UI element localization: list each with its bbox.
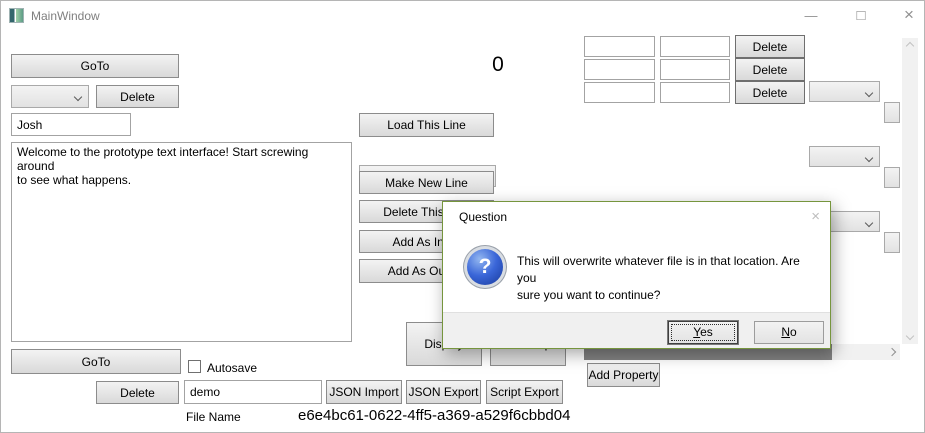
chevron-right-icon — [887, 347, 897, 357]
property-key-input[interactable] — [584, 36, 655, 57]
chevron-down-icon — [864, 88, 874, 98]
chevron-down-icon — [864, 218, 874, 228]
close-icon: × — [904, 5, 914, 24]
json-import-button[interactable]: JSON Import — [326, 380, 402, 404]
add-property-button[interactable]: Add Property — [587, 363, 660, 387]
title-bar: MainWindow — □ × — [1, 1, 924, 31]
property-key-input[interactable] — [584, 59, 655, 80]
property-extra-control[interactable] — [884, 102, 900, 123]
property-value-input[interactable] — [660, 36, 730, 57]
property-combobox[interactable] — [809, 146, 880, 167]
property-combobox[interactable] — [809, 81, 880, 102]
file-name-input[interactable] — [184, 380, 322, 404]
close-icon: × — [811, 208, 820, 225]
vertical-scrollbar[interactable] — [902, 38, 918, 344]
dialog-title: Question — [459, 210, 508, 224]
yes-button[interactable]: Yes — [668, 321, 738, 344]
chevron-up-icon — [905, 41, 915, 51]
dialog-footer: Yes No — [443, 312, 830, 348]
make-new-line-button[interactable]: Make New Line — [359, 171, 494, 194]
scroll-up-button[interactable] — [902, 38, 918, 54]
property-delete-button[interactable]: Delete — [735, 81, 805, 104]
goto-bottom-button[interactable]: GoTo — [11, 349, 181, 374]
counter-label: 0 — [492, 53, 504, 76]
no-button[interactable]: No — [754, 321, 824, 344]
app-icon — [9, 8, 24, 23]
chevron-down-icon — [73, 92, 83, 102]
question-mark-icon: ? — [467, 249, 503, 285]
property-delete-button[interactable]: Delete — [735, 58, 805, 81]
dialog-close-button[interactable]: × — [811, 208, 820, 225]
window-title: MainWindow — [31, 9, 100, 23]
property-value-input[interactable] — [660, 82, 730, 103]
question-dialog: Question × ? This will overwrite whateve… — [442, 201, 831, 349]
property-extra-control[interactable] — [884, 167, 900, 188]
main-text-area[interactable]: Welcome to the prototype text interface!… — [11, 142, 352, 342]
character-combobox[interactable] — [11, 85, 89, 108]
property-key-input[interactable] — [584, 82, 655, 103]
name-input[interactable] — [11, 113, 131, 136]
maximize-icon: □ — [856, 6, 866, 24]
property-row: Delete — [1, 35, 924, 123]
scroll-down-button[interactable] — [902, 328, 918, 344]
load-this-line-button[interactable]: Load This Line — [359, 113, 494, 137]
goto-top-button[interactable]: GoTo — [11, 54, 179, 78]
chevron-down-icon — [864, 153, 874, 163]
scroll-right-button[interactable] — [884, 344, 900, 360]
maximize-button[interactable]: □ — [839, 1, 883, 29]
minimize-icon: — — [804, 7, 818, 23]
autosave-checkbox[interactable] — [188, 360, 201, 373]
script-export-button[interactable]: Script Export — [486, 380, 563, 404]
file-guid: e6e4bc61-0622-4ff5-a369-a529f6cbbd04 — [298, 407, 571, 424]
close-button[interactable]: × — [887, 1, 924, 29]
property-delete-button[interactable]: Delete — [735, 35, 805, 58]
dialog-message: This will overwrite whatever file is in … — [517, 254, 800, 302]
delete-file-button[interactable]: Delete — [96, 381, 179, 404]
property-value-input[interactable] — [660, 59, 730, 80]
delete-character-button[interactable]: Delete — [96, 85, 179, 108]
minimize-button[interactable]: — — [789, 1, 833, 29]
property-row: Delete — [1, 58, 924, 188]
property-extra-control[interactable] — [884, 232, 900, 253]
autosave-label: Autosave — [207, 361, 258, 375]
chevron-down-icon — [905, 331, 915, 341]
file-name-caption: File Name — [186, 410, 241, 424]
json-export-button[interactable]: JSON Export — [406, 380, 481, 404]
